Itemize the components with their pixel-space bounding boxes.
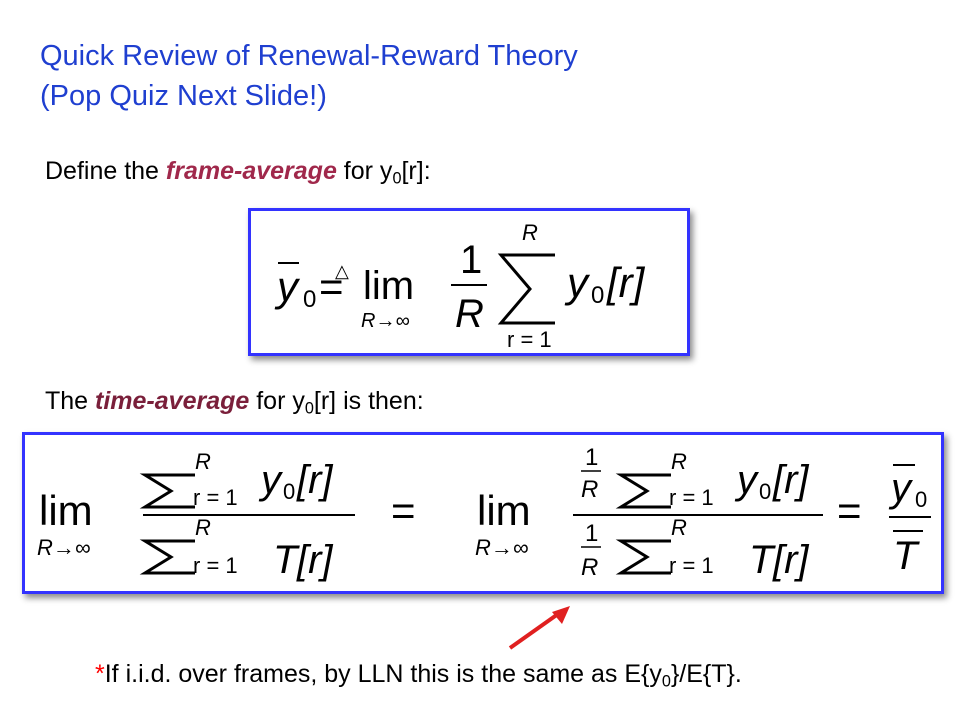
num-inner-R: R bbox=[581, 476, 598, 503]
summand-y: y bbox=[564, 259, 591, 306]
time-average-formula-box: lim R→∞ R r = 1 y 0 [r] R r = 1 T [r] = … bbox=[22, 432, 944, 594]
define-text-post: [r]: bbox=[401, 157, 431, 185]
mean-T: T bbox=[893, 534, 920, 578]
fraction-denominator: R bbox=[455, 292, 484, 336]
fraction-numerator: 1 bbox=[460, 238, 482, 282]
ybar-symbol: y bbox=[274, 263, 301, 310]
define-text-mid: for y bbox=[336, 157, 393, 185]
equals-sign-1: = bbox=[391, 487, 416, 534]
lim-subscript: R→∞ bbox=[361, 310, 410, 332]
mean-y: y bbox=[888, 466, 914, 510]
den-sum-lower-middle: r = 1 bbox=[669, 553, 714, 578]
footnote-text-post: }/E{T}. bbox=[670, 660, 742, 688]
arrow-icon bbox=[508, 606, 570, 650]
num-sum-lower-middle: r = 1 bbox=[669, 485, 714, 510]
time-subscript: 0 bbox=[304, 399, 314, 418]
frame-average-term: frame-average bbox=[165, 157, 337, 185]
title-line-1: Quick Review of Renewal-Reward Theory bbox=[40, 40, 578, 72]
title-line-2: (Pop Quiz Next Slide!) bbox=[40, 80, 327, 112]
define-text-pre: Define the bbox=[45, 157, 166, 185]
lim-operator-left: lim bbox=[39, 487, 93, 534]
ratio-of-means: y 0 T bbox=[888, 464, 931, 578]
equals-sign-2: = bbox=[837, 487, 862, 534]
arrow-shaft bbox=[508, 612, 560, 650]
den-sigma-middle bbox=[615, 539, 671, 575]
mean-y-subscript: 0 bbox=[915, 487, 927, 512]
num-y-subscript: 0 bbox=[283, 479, 295, 504]
frame-average-formula: y 0 △ = lim R→∞ 1 R R r = 1 y 0 [r] bbox=[274, 220, 646, 352]
footnote-text-pre: If i.i.d. over frames, by LLN this is th… bbox=[104, 660, 662, 688]
ratio-middle: 1 R R r = 1 y 0 [r] 1 R R r = 1 T [r] bbox=[573, 444, 823, 582]
delta-symbol: △ bbox=[335, 261, 349, 281]
time-text-mid: for y bbox=[249, 387, 305, 415]
sum-upper-limit: R bbox=[522, 220, 538, 245]
num-argument: [r] bbox=[296, 458, 333, 502]
summand-argument: [r] bbox=[606, 259, 646, 306]
footnote-subscript: 0 bbox=[661, 672, 671, 691]
time-average-line: The time-average for y0[r] is then: bbox=[45, 386, 424, 424]
arrow-head bbox=[552, 606, 570, 624]
define-subscript: 0 bbox=[392, 169, 402, 188]
num-inner-one: 1 bbox=[585, 444, 598, 471]
num-sigma-middle bbox=[615, 473, 671, 509]
den-inner-one: 1 bbox=[585, 520, 598, 547]
time-average-term: time-average bbox=[95, 387, 250, 415]
time-text-post: [r] is then: bbox=[313, 387, 424, 415]
lim-subscript-left: R→∞ bbox=[37, 535, 91, 560]
slide-title: Quick Review of Renewal-Reward Theory (P… bbox=[40, 36, 578, 116]
ratio-left: R r = 1 y 0 [r] R r = 1 T [r] bbox=[139, 449, 355, 582]
den-argument: [r] bbox=[296, 538, 333, 582]
time-text-pre: The bbox=[45, 387, 96, 415]
sum-lower-limit: r = 1 bbox=[507, 327, 552, 352]
den-inner-R: R bbox=[581, 554, 598, 581]
den-sum-upper: R bbox=[195, 515, 211, 540]
num-sigma bbox=[139, 473, 195, 509]
time-average-formula: lim R→∞ R r = 1 y 0 [r] R r = 1 T [r] = … bbox=[37, 444, 931, 582]
den-T: T bbox=[273, 538, 300, 582]
num-sum-upper-middle: R bbox=[671, 449, 687, 474]
ybar-subscript: 0 bbox=[303, 286, 316, 313]
sigma-symbol bbox=[497, 253, 555, 325]
define-frame-average-line: Define the frame-average for y0[r]: bbox=[45, 156, 431, 194]
lim-operator-middle: lim bbox=[477, 487, 531, 534]
def-equals-sign: = bbox=[319, 263, 344, 310]
num-y-subscript-middle: 0 bbox=[759, 479, 771, 504]
num-sum-lower: r = 1 bbox=[193, 485, 238, 510]
num-sum-upper: R bbox=[195, 449, 211, 474]
footnote-star: * bbox=[95, 660, 105, 688]
frame-average-formula-box: y 0 △ = lim R→∞ 1 R R r = 1 y 0 [r] bbox=[248, 208, 690, 356]
num-argument-middle: [r] bbox=[772, 458, 809, 502]
den-sum-lower: r = 1 bbox=[193, 553, 238, 578]
num-y-middle: y bbox=[734, 458, 760, 502]
den-sum-upper-middle: R bbox=[671, 515, 687, 540]
lim-subscript-middle: R→∞ bbox=[475, 535, 529, 560]
summand-subscript: 0 bbox=[591, 282, 604, 309]
num-y: y bbox=[258, 458, 284, 502]
den-T-middle: T bbox=[749, 538, 776, 582]
footnote: *If i.i.d. over frames, by LLN this is t… bbox=[95, 660, 742, 692]
lim-operator: lim bbox=[363, 264, 414, 308]
den-sigma bbox=[139, 539, 195, 575]
den-argument-middle: [r] bbox=[772, 538, 809, 582]
